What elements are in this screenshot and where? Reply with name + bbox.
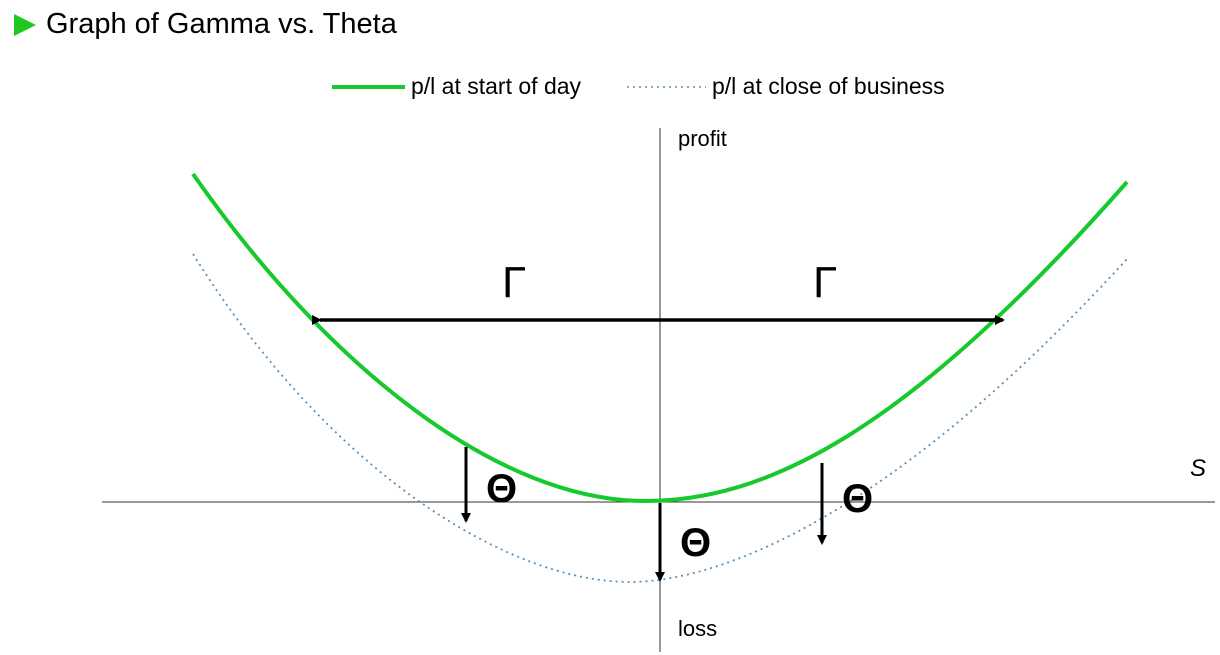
theta-label-center: Θ: [680, 521, 711, 565]
theta-label-right: Θ: [842, 477, 873, 521]
gamma-label-left: Γ: [502, 258, 526, 307]
legend-label-close: p/l at close of business: [712, 73, 945, 99]
theta-label-left: Θ: [486, 467, 517, 511]
page-title: Graph of Gamma vs. Theta: [14, 8, 397, 41]
axis-label-loss: loss: [678, 616, 717, 641]
legend-label-start: p/l at start of day: [411, 73, 582, 99]
curve-close-of-business: [192, 253, 1128, 583]
bullet-triangle-icon: [14, 13, 36, 36]
axis-label-s: S: [1190, 455, 1206, 482]
curve-start-of-day: [191, 172, 1129, 504]
title-text: Graph of Gamma vs. Theta: [46, 8, 397, 40]
gamma-label-right: Γ: [813, 258, 837, 307]
axis-label-profit: profit: [678, 126, 727, 151]
